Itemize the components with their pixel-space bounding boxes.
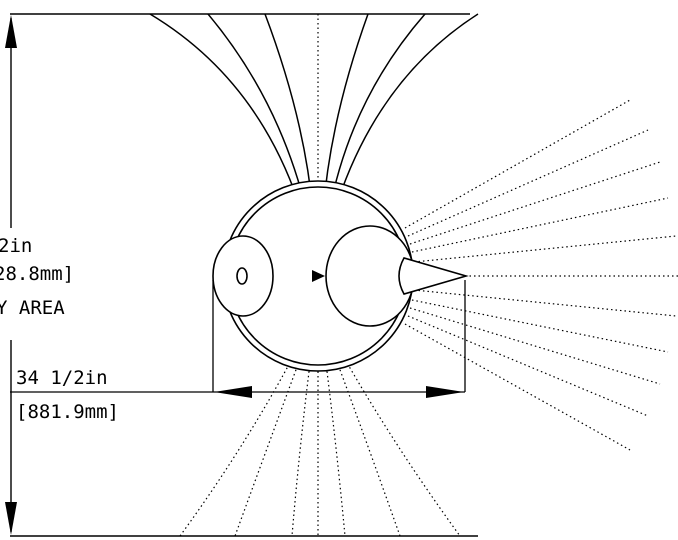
left-lens-marker-icon — [236, 267, 248, 285]
area-label: Y AREA — [0, 297, 65, 319]
center-triangle-icon — [312, 270, 325, 282]
right-coverage-rays — [404, 99, 678, 451]
height-mm-label: 28.8mm] — [0, 263, 74, 285]
arrow-down-icon — [5, 502, 17, 535]
arrow-right-icon — [426, 386, 464, 398]
cone-emitter-icon — [398, 257, 469, 295]
arrow-left-icon — [214, 386, 252, 398]
height-inches-label: 2in — [0, 235, 32, 257]
left-lens-ellipse — [212, 235, 274, 317]
width-mm-label: [881.9mm] — [16, 401, 119, 423]
width-inches-label: 34 1/2in — [16, 367, 108, 389]
vertical-dimension — [5, 15, 17, 535]
horizontal-dimension — [10, 280, 466, 398]
arrow-up-icon — [5, 15, 17, 48]
